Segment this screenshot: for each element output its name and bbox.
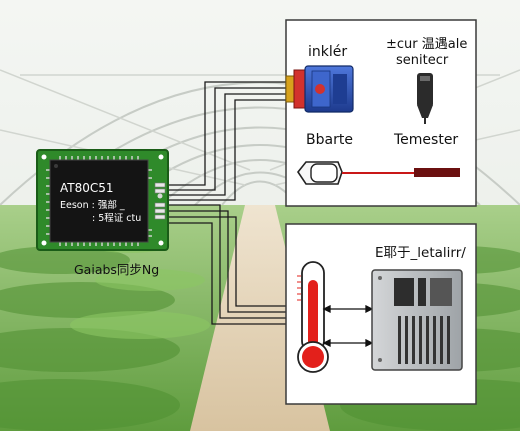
signal-wires <box>160 81 295 325</box>
inlet-label: inklér <box>308 44 347 60</box>
chip-info-line: Eeson : 强部 _ <box>60 199 125 211</box>
thermometer-icon <box>297 261 329 373</box>
tester-label: Temester <box>393 132 458 148</box>
sensor-label-line1: ±cur 温遇ale <box>386 37 467 52</box>
data-flow-arrows <box>322 304 374 348</box>
sensor-label-line2: senitecr <box>396 53 449 68</box>
sensor-panel: E耶于_letalirr/ <box>285 223 477 405</box>
microcontroller-board: AT80C51 Eeson : 强部 _ : 5程证 ctu <box>36 149 169 251</box>
chip-info-line-2: : 5程证 ctu <box>92 213 141 224</box>
actuator-panel: inklér ±cur 温遇ale senitecr Bbarte Temest… <box>285 19 477 207</box>
chip-model-label: AT80C51 <box>60 181 114 195</box>
controller-label: E耶于_letalirr/ <box>375 245 466 261</box>
water-valve-icon <box>285 65 354 113</box>
mcu-caption: Gaiabs同步Ng <box>74 262 159 277</box>
controller-cabinet-icon <box>371 269 463 371</box>
sensor-probe-icon <box>417 73 433 124</box>
meter-icon <box>297 161 460 185</box>
barrier-label: Bbarte <box>306 132 353 148</box>
